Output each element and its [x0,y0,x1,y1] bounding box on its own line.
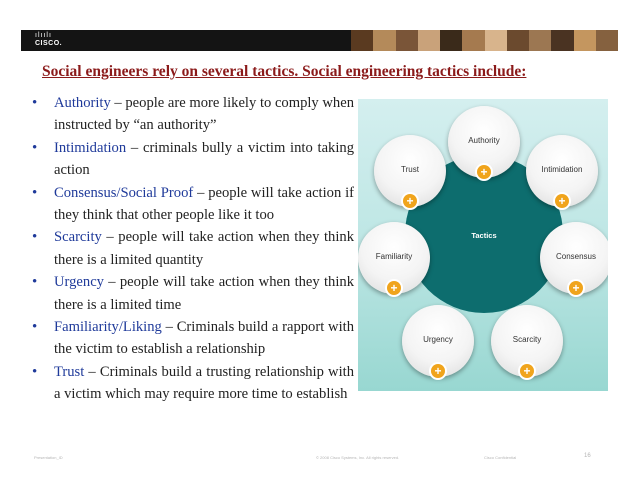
header-photo [462,30,485,51]
header-photo [440,30,463,51]
tactic-bullet: • Consensus/Social Proof – people will ta… [30,182,354,227]
diagram-node-label: Familiarity [375,252,413,261]
diagram-node-label: Authority [468,136,500,145]
bullet-icon: • [32,184,38,201]
plus-icon[interactable]: + [387,281,401,295]
header-photo [373,30,396,51]
bullet-icon: • [32,274,38,291]
header-photo [573,30,596,51]
plus-icon[interactable]: + [431,364,445,378]
tactic-term: Scarcity [54,229,102,246]
tactic-bullet: • Familiarity/Liking – Criminals build a … [30,316,354,361]
logo-text: CISCO. [35,40,63,47]
tactic-description: – Criminals build a trusting relationshi… [54,363,354,403]
header-bar: ılıılı CISCO. [21,30,618,51]
logo-bars-icon: ılıılı [35,32,52,39]
header-photo [551,30,574,51]
plus-icon[interactable]: + [520,364,534,378]
footer-confidential: Cisco Confidential [484,455,517,460]
slide-title: Social engineers rely on several tactics… [42,63,527,80]
header-photo [395,30,418,51]
diagram-node-label: Trust [401,165,419,174]
tactic-description: – criminals bully a victim into taking a… [54,139,354,179]
diagram-node-label: Urgency [423,335,453,344]
slide-number: 16 [584,453,591,459]
tactic-term: Intimidation [54,139,127,156]
diagram-node-label: Scarcity [512,335,542,344]
tactic-description: – people will take action if they think … [54,184,355,224]
diagram-center-label: Tactics [471,231,497,240]
tactic-term: Familiarity/Liking [54,319,162,336]
plus-icon[interactable]: + [403,194,417,208]
tactic-bullet: • Authority – people are more likely to c… [30,92,354,137]
bullet-icon: • [32,139,38,156]
bullet-icon: • [32,363,38,380]
tactic-description: – Criminals build a rapport with the vic… [54,319,354,358]
tactic-bullet: • Scarcity – people will take action when… [30,226,354,271]
diagram-node-label: Consensus [555,252,597,261]
tactic-term: Urgency [54,274,104,291]
plus-icon[interactable]: + [555,194,569,208]
tactic-bullet: • Trust – Criminals build a trusting rela… [30,361,354,406]
footer-copyright: © 2008 Cisco Systems, Inc. All rights re… [316,455,400,460]
tactic-bullet: • Urgency – people will take action when … [30,271,354,316]
header-photo [595,30,618,51]
footer-presentation-id: Presentation_ID [34,455,63,460]
bullet-icon: • [32,229,38,246]
tactic-bullet: • Intimidation – criminals bully a victim… [30,137,354,182]
tactic-term: Consensus/Social Proof [54,184,194,201]
bullet-icon: • [32,319,38,336]
tactics-diagram: Tactics Authority + Intimidation + Consensus… [358,99,608,391]
tactics-list: • Authority – people are more likely to c… [30,92,354,406]
bullet-icon: • [32,95,38,111]
tactic-term: Authority [54,95,111,111]
header-photo [506,30,529,51]
tactic-term: Trust [54,363,85,380]
diagram-node-label: Intimidation [541,165,583,174]
tactic-description: – people will take action when they thin… [54,274,354,313]
diagram-node-consensus: Consensus [540,222,608,294]
tactic-description: – people are more likely to comply when … [54,95,354,134]
tactic-description: – people will take action when they thin… [54,229,354,268]
plus-icon[interactable]: + [477,165,491,179]
cisco-logo: ılıılı CISCO. [35,32,62,48]
header-photo [351,30,374,51]
header-photo-strip [351,30,618,51]
header-photo [484,30,507,51]
plus-icon[interactable]: + [569,281,583,295]
header-photo [417,30,440,51]
header-photo [529,30,552,51]
